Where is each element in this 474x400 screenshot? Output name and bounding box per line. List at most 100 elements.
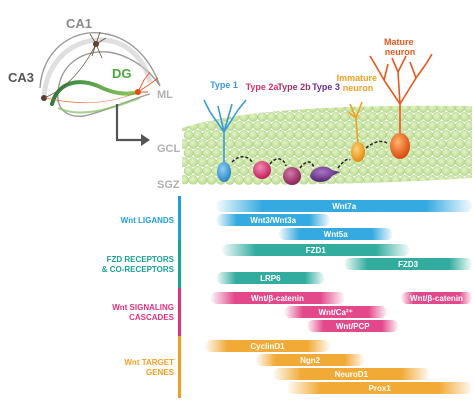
expression-bar	[216, 214, 330, 226]
granule-cell	[289, 105, 300, 113]
granule-cell	[192, 166, 203, 176]
granule-cell	[303, 148, 314, 158]
granule-cell	[220, 148, 231, 158]
granule-cell	[381, 175, 392, 185]
type-1-cell	[203, 99, 247, 182]
granule-cell	[464, 139, 472, 149]
granule-cell	[353, 175, 364, 185]
granule-cell	[436, 139, 447, 149]
granule-cell	[182, 175, 189, 185]
expression-bar-label: FZD3	[398, 260, 419, 269]
dentate-gyrus-lower	[57, 97, 141, 114]
mature-neuron-soma	[390, 133, 410, 159]
cell-type-label-type-1: Type 1	[210, 80, 238, 90]
region-label-ca1: CA1	[66, 16, 92, 31]
granule-cell	[340, 148, 350, 158]
granule-cell	[367, 166, 378, 176]
granule-cell	[183, 148, 194, 158]
granule-cell	[413, 166, 424, 176]
granule-cell	[422, 112, 433, 122]
granule-cell	[289, 121, 300, 131]
expression-bar	[216, 272, 325, 284]
granule-cell	[459, 112, 470, 122]
granule-cell	[335, 175, 346, 185]
granule-cell	[238, 166, 249, 176]
granule-cell	[468, 166, 472, 176]
granule-cell	[248, 112, 258, 122]
mature-neuron-dendrites	[369, 53, 433, 136]
granule-cell	[182, 105, 189, 113]
type-2a-soma	[253, 161, 271, 179]
granule-cell	[298, 121, 309, 131]
expression-bar	[307, 320, 399, 332]
granule-cell	[399, 105, 410, 113]
expression-bar-label: Wnt5a	[324, 230, 349, 239]
expression-bar-label: Prox1	[369, 384, 392, 393]
granule-cell	[427, 175, 438, 185]
type-3-cell	[310, 166, 340, 182]
granule-cell	[192, 130, 203, 140]
granule-cell	[432, 130, 442, 140]
granule-cell	[243, 157, 254, 167]
granule-cell	[188, 175, 199, 185]
granule-cell	[284, 112, 295, 122]
granule-cell	[266, 112, 277, 122]
granule-cell	[372, 105, 383, 113]
granule-cell	[455, 105, 465, 113]
granule-cell	[211, 130, 222, 140]
cell-type-label-type-2a: Type 2a	[246, 82, 280, 92]
ca3-axon	[43, 43, 97, 99]
granule-cell	[317, 157, 327, 167]
granule-cell	[335, 157, 346, 167]
expression-bar-label: Wnt/Ca²⁺	[318, 308, 352, 317]
granule-cell	[381, 121, 392, 131]
granule-cell	[229, 166, 240, 176]
granule-cell	[234, 139, 245, 149]
granule-cell	[335, 139, 346, 149]
granule-cell	[404, 112, 415, 122]
type-1-soma	[217, 162, 231, 182]
granule-cell	[441, 130, 452, 140]
granule-cell	[367, 148, 378, 158]
granule-cell	[418, 139, 429, 149]
hippocampus-outline	[39, 32, 161, 117]
granule-cell	[183, 130, 194, 140]
granule-cell	[266, 148, 277, 158]
granule-cell	[432, 148, 442, 158]
granule-cell	[317, 105, 327, 113]
expression-bar	[222, 244, 410, 256]
granule-cell	[413, 112, 424, 122]
granule-cell	[326, 121, 337, 131]
expression-bar-label: Ngn2	[300, 356, 321, 365]
granule-cell	[321, 148, 332, 158]
granule-cell	[197, 121, 208, 131]
granule-cell	[307, 139, 318, 149]
granule-cell	[182, 121, 189, 131]
granule-cell	[340, 130, 350, 140]
region-label-dg: DG	[112, 66, 132, 81]
granule-cell	[326, 157, 337, 167]
group-separator	[178, 336, 181, 398]
granule-cell	[238, 130, 249, 140]
granule-cell	[257, 112, 268, 122]
granule-cell	[321, 130, 332, 140]
granule-cell	[436, 175, 447, 185]
granule-cell	[340, 112, 350, 122]
granule-cell	[192, 112, 203, 122]
granule-cell	[321, 112, 332, 122]
granule-cell	[298, 139, 309, 149]
granule-cell	[363, 121, 373, 131]
granule-cell	[436, 121, 447, 131]
granule-cell	[386, 112, 396, 122]
granule-cell	[312, 112, 323, 122]
granule-cell	[436, 105, 447, 113]
region-label-ml: ML	[157, 89, 173, 101]
granule-cell	[464, 121, 472, 131]
granule-cell	[206, 139, 217, 149]
region-label-ca3: CA3	[8, 70, 34, 85]
granule-cell	[468, 112, 472, 122]
granule-cell	[372, 175, 383, 185]
granule-cell	[372, 121, 383, 131]
granule-cell	[376, 166, 387, 176]
